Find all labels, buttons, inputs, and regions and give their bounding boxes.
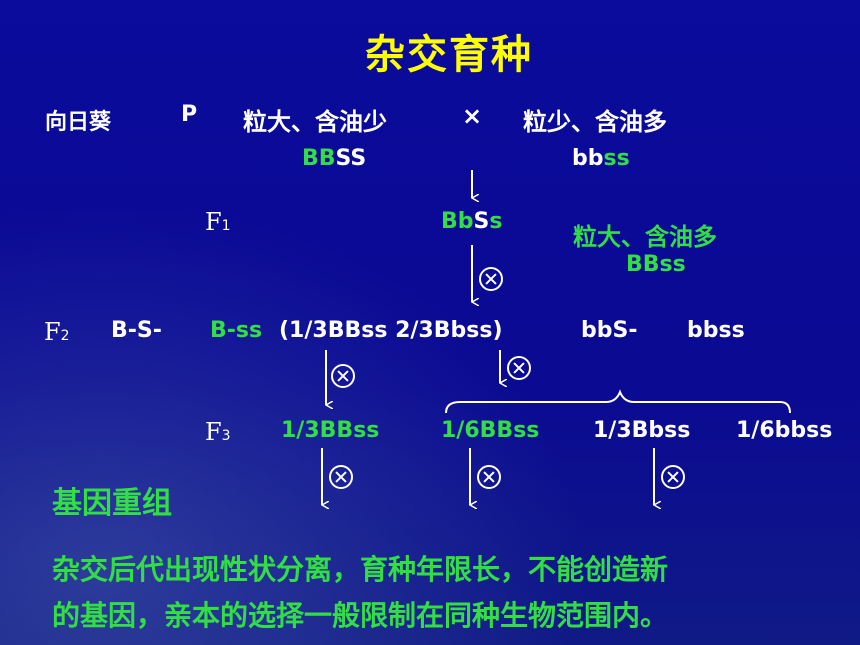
selfing-icon-f1 <box>479 267 503 291</box>
f2-class-bbss: bbss <box>687 318 745 343</box>
species-label: 向日葵 <box>45 110 112 135</box>
f3-class-1: 1/3BBss <box>281 418 380 443</box>
conclusion-line-2: 的基因，亲本的选择一般限制在同种生物范围内。 <box>52 599 669 632</box>
conclusion-line-1: 杂交后代出现性状分离，育种年限长，不能创造新 <box>52 553 669 586</box>
brace <box>445 389 791 414</box>
p-generation-label: P <box>181 102 198 127</box>
f2-class-b-s: B-S- <box>111 318 162 343</box>
f3-label: F3 <box>205 418 231 446</box>
f1-genotype: BbSs <box>441 209 503 234</box>
conclusion-heading: 基因重组 <box>52 486 172 521</box>
selfing-icon-f2-left <box>331 364 355 388</box>
target-traits: 粒大、含油多 <box>573 223 717 251</box>
parent2-genotype-recessive: bb <box>572 146 604 171</box>
parent1-traits: 粒大、含油少 <box>243 108 387 136</box>
f2-class-b-ss: B-ss <box>210 318 263 343</box>
f2-class-bb-s: bbS- <box>581 318 638 343</box>
f3-class-4: 1/6bbss <box>736 418 833 443</box>
selfing-icon-f3-2 <box>477 465 501 489</box>
parent1-genotype-dominant: BB <box>302 146 336 171</box>
f3-class-2: 1/6BBss <box>441 418 540 443</box>
f2-class-b-ss-detail: (1/3BBss 2/3Bbss) <box>279 318 503 343</box>
slide-title: 杂交育种 <box>365 32 533 78</box>
selfing-icon-f3-1 <box>329 465 353 489</box>
f3-class-3: 1/3Bbss <box>593 418 691 443</box>
f1-label: F1 <box>205 208 231 236</box>
selfing-icon-f3-3 <box>661 465 685 489</box>
target-genotype: BBss <box>626 252 686 277</box>
cross-symbol: × <box>462 102 483 130</box>
parent2-genotype-rest: ss <box>603 146 630 171</box>
parent1-genotype: BBSS <box>302 146 366 171</box>
selfing-icon-f2-right <box>507 356 531 380</box>
parent2-genotype: bbss <box>572 146 630 171</box>
f2-label: F2 <box>44 318 70 346</box>
parent2-traits: 粒少、含油多 <box>523 108 667 136</box>
parent1-genotype-rest: SS <box>335 146 367 171</box>
